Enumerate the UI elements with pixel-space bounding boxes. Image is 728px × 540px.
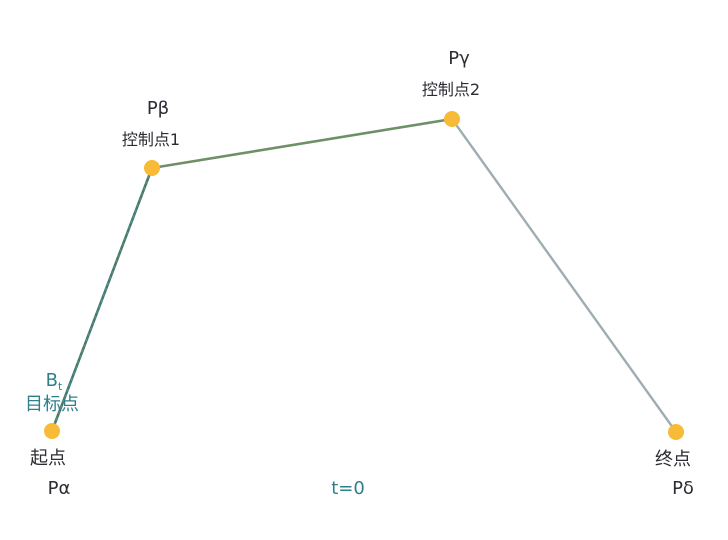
target-symbol-main: B: [46, 370, 58, 391]
control-line-beta-gamma: [151, 117, 453, 170]
target-symbol-subscript: t: [58, 380, 63, 393]
point-gamma-marker: [444, 111, 460, 127]
point-beta-name: Pβ: [147, 98, 169, 119]
target-symbol: Bt: [46, 370, 63, 393]
point-beta-marker: [144, 160, 160, 176]
target-role: 目标点: [25, 394, 79, 415]
point-delta-name: Pδ: [672, 478, 694, 499]
point-gamma-role: 控制点2: [422, 80, 480, 99]
point-gamma-name: Pγ: [448, 48, 470, 69]
point-alpha-name: Pα: [48, 478, 71, 499]
point-delta-marker: [668, 424, 684, 440]
point-delta-role: 终点: [655, 449, 691, 470]
point-alpha-marker: [44, 423, 60, 439]
control-line-alpha-beta-overlay: [51, 167, 153, 432]
parameter-t-label: t=0: [331, 478, 365, 499]
point-alpha-role: 起点: [30, 448, 66, 469]
control-line-gamma-delta: [451, 118, 677, 433]
point-beta-role: 控制点1: [122, 130, 180, 149]
